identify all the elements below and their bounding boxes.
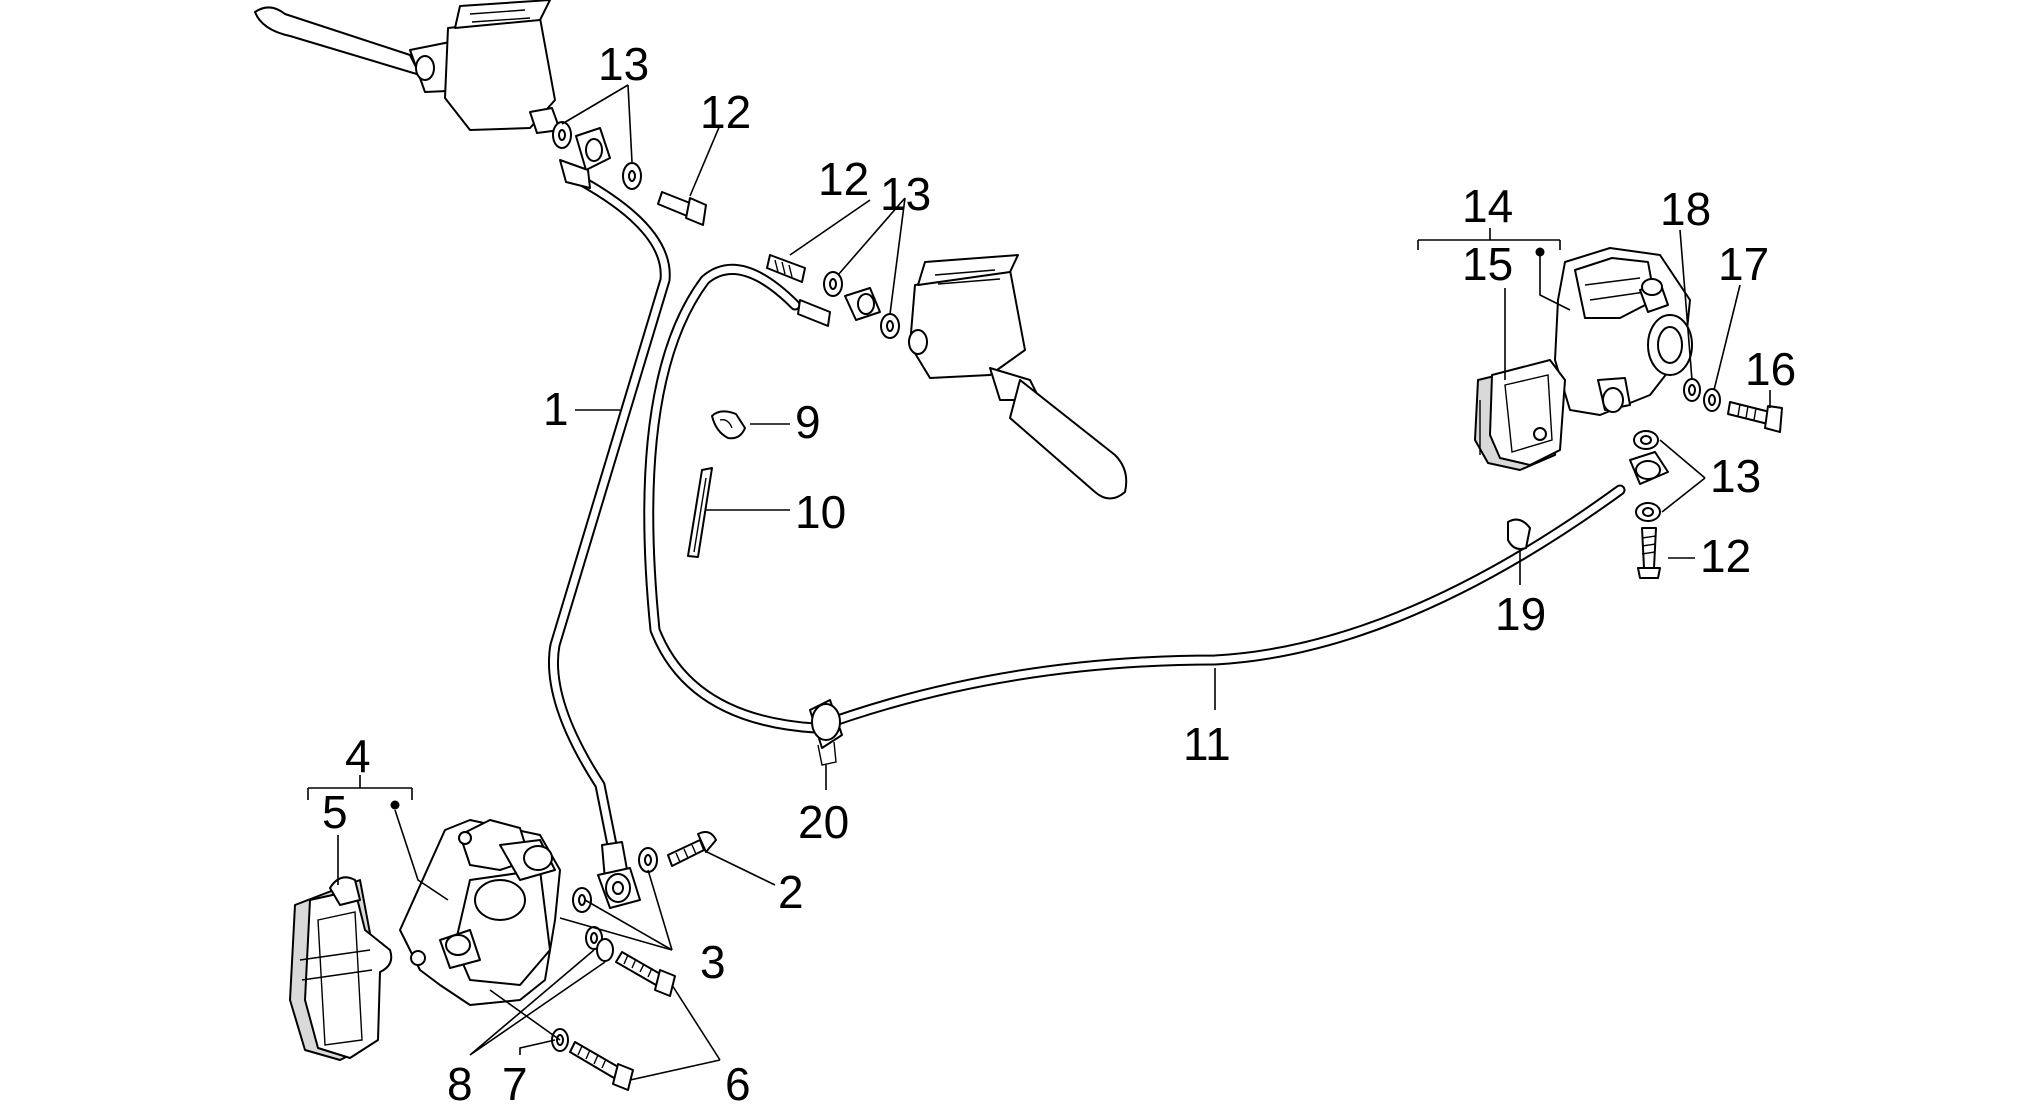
label-12-right: 12 (818, 153, 869, 205)
caliper-mount-bolts (551, 926, 676, 1091)
brake-hose-11 (643, 263, 1626, 734)
top-left-fitting-group (552, 121, 642, 190)
brake-hose-1 (547, 174, 671, 851)
label-3: 3 (700, 936, 726, 988)
label-1: 1 (543, 383, 569, 435)
label-12-rear: 12 (1700, 530, 1751, 582)
label-6: 6 (725, 1058, 751, 1107)
rear-banjo-fitting-group (1629, 430, 1669, 579)
right-master-cylinder (908, 254, 1128, 500)
rear-caliper-bolt-washers (1683, 378, 1783, 433)
label-15: 15 (1462, 238, 1513, 290)
kit-marker-dot-rear (1535, 247, 1545, 257)
hose-clamp-part-19 (1507, 518, 1531, 550)
hose-clamp-part-20 (809, 699, 843, 766)
part-number-labels: 13 12 12 13 1 9 10 14 15 18 17 16 13 12 … (322, 38, 1796, 1107)
label-19: 19 (1495, 588, 1546, 640)
rear-brake-caliper (1554, 247, 1693, 416)
kit-marker-dot-front (390, 800, 400, 810)
left-master-cylinder (254, 0, 561, 134)
label-9: 9 (795, 396, 821, 448)
label-12-top-left: 12 (700, 86, 751, 138)
cable-strip-part-10 (687, 467, 713, 558)
leader-lines (307, 84, 1771, 1081)
front-brake-caliper (399, 819, 561, 1006)
hose-clip-part-9 (711, 410, 746, 440)
label-4: 4 (345, 730, 371, 782)
label-17: 17 (1718, 238, 1769, 290)
banjo-bolt-top-left (657, 191, 707, 226)
label-13-right: 13 (880, 168, 931, 220)
label-7: 7 (502, 1058, 528, 1107)
label-18: 18 (1660, 183, 1711, 235)
right-fitting-group (766, 254, 900, 339)
label-2: 2 (778, 866, 804, 918)
label-14: 14 (1462, 180, 1513, 232)
label-10: 10 (795, 486, 846, 538)
label-13-top-left: 13 (598, 38, 649, 90)
label-11: 11 (1183, 718, 1231, 770)
front-brake-pads (289, 876, 393, 1061)
label-16: 16 (1745, 343, 1796, 395)
label-5: 5 (322, 786, 348, 838)
rear-brake-pads (1474, 359, 1566, 471)
label-13-rear: 13 (1710, 450, 1761, 502)
front-banjo-fitting-group (572, 831, 717, 913)
label-20: 20 (798, 796, 849, 848)
label-8: 8 (447, 1058, 473, 1107)
